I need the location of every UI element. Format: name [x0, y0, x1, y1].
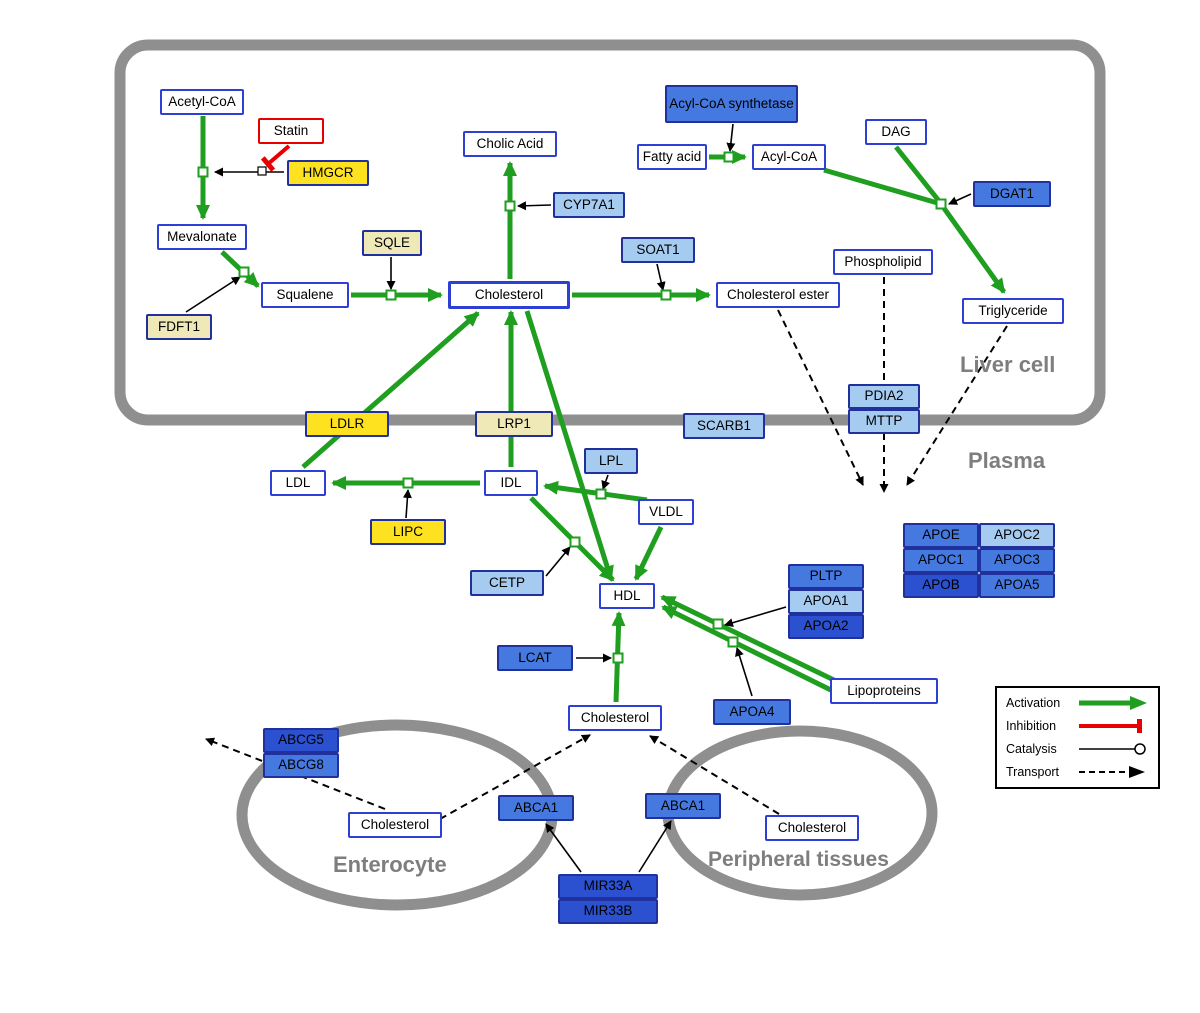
node-dag[interactable]: DAG: [865, 119, 927, 145]
node-apoa2[interactable]: APOA2: [788, 614, 864, 639]
plasma-label: Plasma: [968, 448, 1046, 473]
node-lipc[interactable]: LIPC: [370, 519, 446, 545]
legend-label-transport: Transport: [1006, 765, 1060, 779]
node-triglyceride[interactable]: Triglyceride: [962, 298, 1064, 324]
node-soat1[interactable]: SOAT1: [621, 237, 695, 263]
node-apoc3[interactable]: APOC3: [979, 548, 1055, 573]
node-statin[interactable]: Statin: [258, 118, 324, 144]
node-fdft1[interactable]: FDFT1: [146, 314, 212, 340]
node-ldl[interactable]: LDL: [270, 470, 326, 496]
node-squalene[interactable]: Squalene: [261, 282, 349, 308]
node-apoa1[interactable]: APOA1: [788, 589, 864, 614]
node-acyl-coa[interactable]: Acyl-CoA: [752, 144, 826, 170]
node-pltp[interactable]: PLTP: [788, 564, 864, 589]
node-vldl[interactable]: VLDL: [638, 499, 694, 525]
node-phospholipid[interactable]: Phospholipid: [833, 249, 933, 275]
node-cholesterol-plasma[interactable]: Cholesterol: [568, 705, 662, 731]
node-apob[interactable]: APOB: [903, 573, 979, 598]
node-abca1-enterocyte[interactable]: ABCA1: [498, 795, 574, 821]
node-cetp[interactable]: CETP: [470, 570, 544, 596]
node-fatty-acid[interactable]: Fatty acid: [637, 144, 707, 170]
node-lcat[interactable]: LCAT: [497, 645, 573, 671]
legend-label-activation: Activation: [1006, 696, 1061, 710]
node-apoa5[interactable]: APOA5: [979, 573, 1055, 598]
node-lpl[interactable]: LPL: [584, 448, 638, 474]
node-cholic-acid[interactable]: Cholic Acid: [463, 131, 557, 157]
node-pdia2[interactable]: PDIA2: [848, 384, 920, 409]
catalysis-circle-icon: [1079, 743, 1146, 755]
node-scarb1[interactable]: SCARB1: [683, 413, 765, 439]
node-abcg5[interactable]: ABCG5: [263, 728, 339, 753]
node-abca1-peripheral[interactable]: ABCA1: [645, 793, 721, 819]
node-idl[interactable]: IDL: [484, 470, 538, 496]
node-mevalonate[interactable]: Mevalonate: [157, 224, 247, 250]
liver-cell-membrane: [114, 39, 1106, 426]
node-hdl[interactable]: HDL: [599, 583, 655, 609]
enterocyte-label: Enterocyte: [333, 852, 447, 877]
node-acetyl-coa[interactable]: Acetyl-CoA: [160, 89, 244, 115]
node-apoc2[interactable]: APOC2: [979, 523, 1055, 548]
catalysis-edges: [185, 123, 972, 873]
node-cholesterol-liver[interactable]: Cholesterol: [448, 281, 570, 309]
node-mir33a[interactable]: MIR33A: [558, 874, 658, 899]
node-cholesterol-ester[interactable]: Cholesterol ester: [716, 282, 840, 308]
transport-dashed-arrow-icon: [1079, 766, 1145, 778]
node-mttp[interactable]: MTTP: [848, 409, 920, 434]
node-apoe[interactable]: APOE: [903, 523, 979, 548]
node-lrp1[interactable]: LRP1: [475, 411, 553, 437]
node-ldlr[interactable]: LDLR: [305, 411, 389, 437]
node-apoa4[interactable]: APOA4: [713, 699, 791, 725]
peripheral-tissues-label: Peripheral tissues: [708, 848, 889, 871]
activation-edges: [196, 116, 1007, 703]
node-sqle[interactable]: SQLE: [362, 230, 422, 256]
node-cyp7a1[interactable]: CYP7A1: [553, 192, 625, 218]
inhibition-junction-square: [257, 166, 267, 176]
node-hmgcr[interactable]: HMGCR: [287, 160, 369, 186]
legend-row-transport: Transport: [1006, 764, 1149, 780]
reaction-nodes: [197, 151, 947, 664]
inhibition-edge: [260, 144, 291, 172]
node-mir33b[interactable]: MIR33B: [558, 899, 658, 924]
node-apoc1[interactable]: APOC1: [903, 548, 979, 573]
node-dgat1[interactable]: DGAT1: [973, 181, 1051, 207]
legend-row-inhibition: Inhibition: [1006, 718, 1149, 734]
legend-label-catalysis: Catalysis: [1006, 742, 1057, 756]
liver-cell-label: Liver cell: [960, 352, 1056, 377]
legend-label-inhibition: Inhibition: [1006, 719, 1057, 733]
legend-row-catalysis: Catalysis: [1006, 741, 1149, 757]
node-abcg8[interactable]: ABCG8: [263, 753, 339, 778]
activation-arrow-icon: [1079, 696, 1147, 710]
legend-row-activation: Activation: [1006, 695, 1149, 711]
inhibition-tbar-icon: [1079, 719, 1142, 733]
node-cholesterol-enterocyte[interactable]: Cholesterol: [348, 812, 442, 838]
legend: Activation Inhibition Catalysis Transpor…: [995, 686, 1160, 789]
node-lipoproteins[interactable]: Lipoproteins: [830, 678, 938, 704]
node-acyl-coa-synthetase[interactable]: Acyl-CoA synthetase: [665, 85, 798, 123]
node-cholesterol-peripheral[interactable]: Cholesterol: [765, 815, 859, 841]
